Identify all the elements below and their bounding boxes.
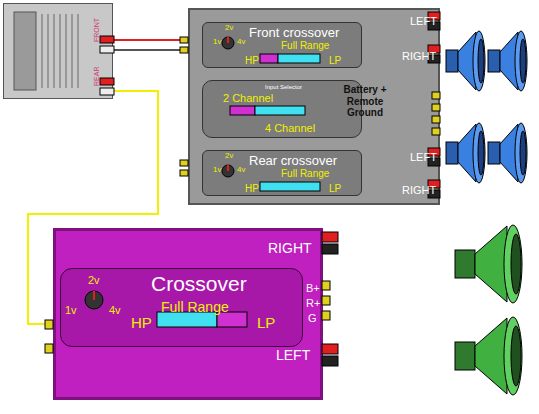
crossover-panel: Front crossover 2v 1v 4v Full RangeHP LP [202,22,362,68]
wire [113,39,188,41]
rca-cable [113,40,188,50]
node-label: 1v [213,38,221,46]
node-label: HP [245,56,259,66]
input-selector-panel: Input Selector 2 Channel 4 Channel [202,80,362,138]
crossover-panel: Crossover 2v 1v 4v Full RangeHP LP [60,268,303,347]
node-label: RIGHT [402,185,436,196]
node-label: Full Range [161,300,229,314]
sub-amp: RIGHT B+ R+ G LEFT Crossover 2v 1v 4v Full RangeH… [53,228,323,400]
node-label: R+ [306,298,320,309]
node-label: LEFT [410,16,437,27]
node-label: Crossover [151,273,247,294]
node-label: LP [329,184,341,194]
node-label: 4 Channel [265,123,315,134]
node-label: HP [131,315,152,330]
node-label: FRONT [93,18,100,42]
four-channel-amp: Battery + Remote GroundLEFTRIGHTLEFTRIGH… [188,8,440,205]
node-label: 2v [225,24,233,32]
node-label: LP [329,56,341,66]
node-label: 1v [213,166,221,174]
node-label: 4v [237,166,245,174]
node-label: RIGHT [268,241,312,255]
node-label: Rear crossover [249,154,337,167]
node-label: LEFT [276,348,310,362]
node-label: 4v [237,38,245,46]
node-label: LEFT [410,152,437,163]
node-label: Input Selector [265,84,302,90]
node-label: 4v [109,305,121,316]
node-label: G [308,313,317,324]
node-label: HP [245,184,259,194]
node-label: Battery + Remote Ground [332,84,398,119]
node-label: Full Range [281,169,329,179]
node-label: LP [257,315,275,330]
node-label: RIGHT [402,51,436,62]
node-label: 2v [225,152,233,160]
node-label: REAR [93,67,100,86]
node-label: 2v [88,275,100,286]
head-unit: FRONT REAR [3,3,113,99]
node-label: B+ [306,283,320,294]
node-label: Full Range [281,41,329,51]
crossover-panel: Rear crossover 2v 1v 4v Full RangeHP LP [202,150,362,196]
node-label: 1v [65,305,77,316]
wire [113,49,188,51]
node-label: Front crossover [249,26,339,39]
node-label: 2 Channel [223,93,273,104]
